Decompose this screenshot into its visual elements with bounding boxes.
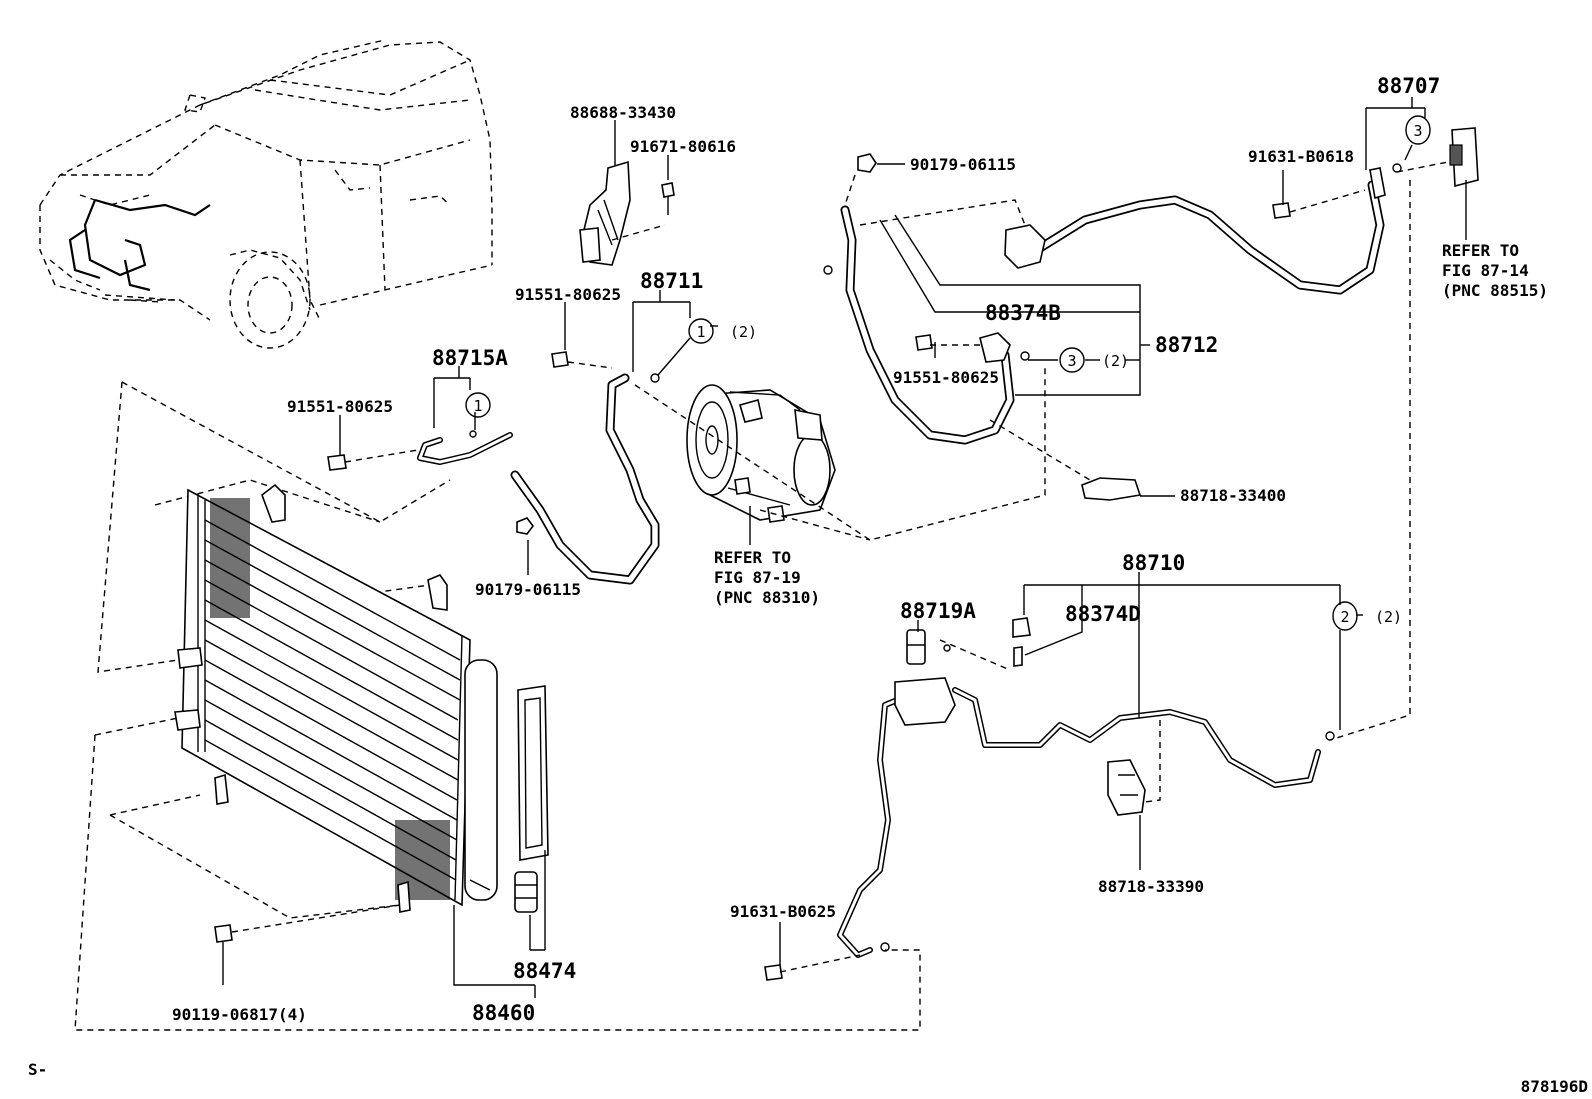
refer-note-valve: REFER TO FIG 87-14 (PNC 88515) bbox=[1442, 241, 1548, 300]
svg-text:(PNC 88310): (PNC 88310) bbox=[714, 588, 820, 607]
corner-mark: S- bbox=[28, 1060, 47, 1079]
svg-text:3: 3 bbox=[1413, 122, 1422, 140]
label-90179-06115-a: 90179-06115 bbox=[475, 580, 581, 599]
label-88710: 88710 bbox=[1122, 551, 1185, 575]
svg-text:1: 1 bbox=[696, 323, 705, 341]
qty-3: (2) bbox=[1102, 352, 1129, 370]
svg-text:1: 1 bbox=[473, 397, 482, 415]
circle-3-top: 3 bbox=[1405, 115, 1431, 145]
label-91671-80616: 91671-80616 bbox=[630, 137, 736, 156]
figure-id: 878196D bbox=[1521, 1077, 1588, 1096]
label-91551-80625-c: 91551-80625 bbox=[893, 368, 999, 387]
qty-2: (2) bbox=[1375, 608, 1402, 626]
label-88718-33400: 88718-33400 bbox=[1180, 486, 1286, 505]
svg-text:2: 2 bbox=[1340, 608, 1349, 626]
svg-text:3: 3 bbox=[1067, 352, 1076, 370]
label-88718-33390: 88718-33390 bbox=[1098, 877, 1204, 896]
callout-circles: 1 (2) 1 3 (2) 3 2 (2) bbox=[465, 115, 1431, 631]
svg-text:REFER TO: REFER TO bbox=[1442, 241, 1519, 260]
part-labels: 88688-33430 91671-80616 88711 91551-8062… bbox=[172, 74, 1440, 1025]
svg-text:FIG 87-14: FIG 87-14 bbox=[1442, 261, 1529, 280]
qty-1: (2) bbox=[730, 323, 757, 341]
refer-note-compressor: REFER TO FIG 87-19 (PNC 88310) bbox=[714, 548, 820, 607]
label-91551-80625-b: 91551-80625 bbox=[287, 397, 393, 416]
label-88711: 88711 bbox=[640, 269, 703, 293]
label-88474: 88474 bbox=[513, 959, 576, 983]
label-88707: 88707 bbox=[1377, 74, 1440, 98]
label-88374D: 88374D bbox=[1065, 602, 1141, 626]
label-88688-33430: 88688-33430 bbox=[570, 103, 676, 122]
label-91551-80625-a: 91551-80625 bbox=[515, 285, 621, 304]
leader-lines bbox=[222, 97, 1467, 998]
condenser-illustration bbox=[74, 381, 921, 1031]
refrigerant-lines bbox=[417, 180, 1385, 958]
vehicle-illustration bbox=[39, 39, 493, 349]
label-88712: 88712 bbox=[1155, 333, 1218, 357]
label-88460: 88460 bbox=[472, 1001, 535, 1025]
label-91631-B0625: 91631-B0625 bbox=[730, 902, 836, 921]
circle-3-mid: 3 bbox=[1059, 347, 1085, 373]
svg-text:(PNC 88515): (PNC 88515) bbox=[1442, 281, 1548, 300]
label-90119-06817: 90119-06817(4) bbox=[172, 1005, 307, 1024]
label-91631-B0618: 91631-B0618 bbox=[1248, 147, 1354, 166]
label-88715A: 88715A bbox=[432, 346, 508, 370]
circle-2-right: 2 bbox=[1332, 601, 1358, 631]
label-88374B: 88374B bbox=[985, 301, 1061, 325]
label-88719A: 88719A bbox=[900, 599, 976, 623]
svg-text:REFER TO: REFER TO bbox=[714, 548, 791, 567]
circle-1-top: 1 bbox=[688, 318, 714, 344]
small-parts bbox=[214, 127, 1479, 981]
circle-1-left: 1 bbox=[465, 392, 491, 418]
assembly-lines bbox=[231, 161, 1449, 973]
label-90179-06115-b: 90179-06115 bbox=[910, 155, 1016, 174]
svg-text:FIG 87-19: FIG 87-19 bbox=[714, 568, 801, 587]
